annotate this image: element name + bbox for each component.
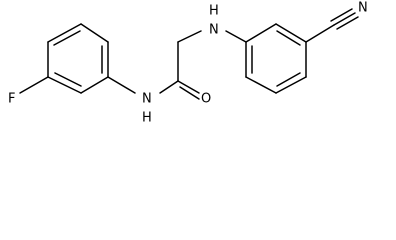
aromatic-double-bond <box>53 30 81 46</box>
nitrile-triple-bond <box>336 16 359 30</box>
amide-nitrogen-label: N <box>142 92 152 107</box>
ring-to-amide-nitrogen-bond <box>107 76 136 94</box>
molecule-structure-canvas: F N H O N H N <box>8 1 368 126</box>
molecule-structure: F N H O N H N <box>8 1 368 126</box>
carbonyl-double-bond <box>179 86 200 100</box>
amine-hydrogen-label: H <box>209 4 219 19</box>
bond <box>275 23 307 43</box>
carbonyl-double-bond <box>177 80 200 94</box>
nitrile-triple-bond <box>333 12 356 26</box>
amine-nitrogen-label: N <box>209 23 219 38</box>
nitrile-nitrogen-label: N <box>358 1 368 16</box>
methylene-amine-bond <box>177 30 202 43</box>
fluorine-atom-label: F <box>8 92 15 107</box>
bond <box>47 76 82 94</box>
ring-to-nitrile-carbon-bond <box>305 24 335 43</box>
amine-to-ring-bond <box>225 30 247 43</box>
fluorophenyl-ring <box>47 23 109 94</box>
aromatic-double-bond <box>276 72 301 87</box>
nitrile-triple-bond <box>330 8 353 22</box>
amide-hydrogen-label: H <box>142 111 152 126</box>
bond <box>275 76 307 94</box>
bond <box>80 23 109 43</box>
aromatic-double-bond <box>276 30 301 46</box>
bond <box>245 76 277 94</box>
carbon-fluorine-bond <box>19 76 49 94</box>
bond <box>80 76 109 94</box>
amide-nitrogen-carbonyl-bond <box>159 80 179 94</box>
bond <box>245 23 277 43</box>
cyanophenyl-ring <box>245 23 307 94</box>
carbonyl-oxygen-label: O <box>201 92 211 107</box>
aromatic-double-bond <box>54 72 82 87</box>
bond <box>47 23 82 43</box>
